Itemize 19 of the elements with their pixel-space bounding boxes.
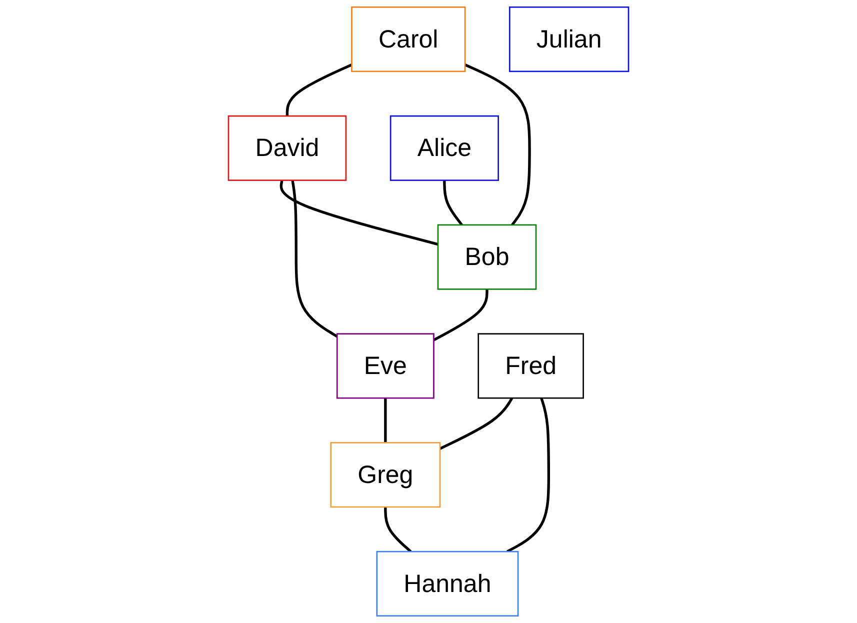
node-box: Greg	[330, 442, 441, 508]
node-box: Bob	[437, 224, 537, 290]
node-box: Carol	[351, 6, 466, 72]
connector	[280, 180, 438, 246]
node-box: Hannah	[376, 550, 519, 617]
node-box: Fred	[478, 333, 584, 399]
connector	[291, 180, 338, 338]
node-box: Eve	[336, 333, 434, 399]
connector	[464, 64, 531, 226]
connector	[506, 398, 550, 553]
node-box: Julian	[508, 6, 630, 72]
connector	[443, 180, 463, 226]
connector	[439, 397, 514, 450]
connector	[384, 398, 387, 443]
connector	[433, 289, 488, 342]
node-box: Alice	[390, 115, 499, 181]
node-box: David	[228, 115, 347, 181]
connector	[286, 64, 352, 116]
connector	[384, 506, 412, 553]
